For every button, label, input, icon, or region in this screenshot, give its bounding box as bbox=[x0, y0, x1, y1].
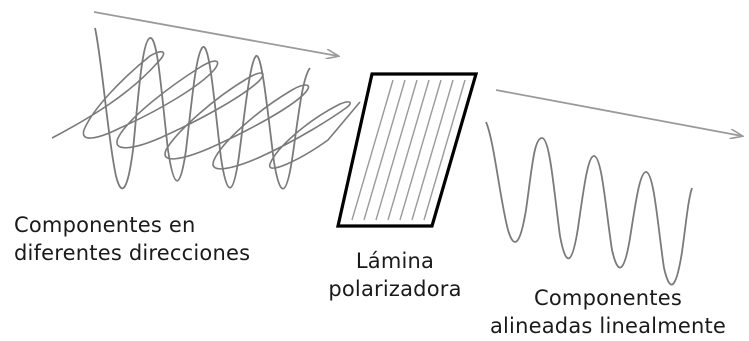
polarized-caption: Componentes alineadas linealmente bbox=[472, 284, 744, 340]
polarizer-line-2 bbox=[363, 79, 406, 221]
polarizer-caption-line2: polarizadora bbox=[328, 277, 462, 301]
polarizer-plate bbox=[336, 72, 479, 228]
unpolarized-vertical-wave bbox=[94, 27, 311, 190]
unpolarized-caption: Componentes en diferentes direcciones bbox=[14, 211, 250, 267]
polarizer-line-1 bbox=[351, 79, 394, 221]
polarized-output-wave bbox=[485, 121, 693, 286]
unpolarized-caption-line2: diferentes direcciones bbox=[14, 241, 251, 265]
polarizer-line-3 bbox=[375, 79, 418, 221]
incoming-arrow bbox=[93, 11, 338, 56]
polarizer-line-6 bbox=[411, 79, 454, 221]
unpolarized-diagonal-wave bbox=[51, 50, 361, 170]
polarized-caption-line1: Componentes bbox=[534, 286, 682, 310]
polarizer-caption: Lámina polarizadora bbox=[325, 247, 465, 303]
polarizer-line-4 bbox=[387, 79, 430, 221]
polarizer-caption-line1: Lámina bbox=[355, 249, 435, 273]
polarizer-frame bbox=[336, 72, 479, 228]
polarizer-line-5 bbox=[399, 79, 442, 221]
polarized-caption-line2: alineadas linealmente bbox=[489, 314, 727, 338]
unpolarized-caption-line1: Componentes en bbox=[14, 213, 196, 237]
polarizer-line-7 bbox=[423, 79, 466, 221]
outgoing-arrow bbox=[495, 89, 742, 136]
